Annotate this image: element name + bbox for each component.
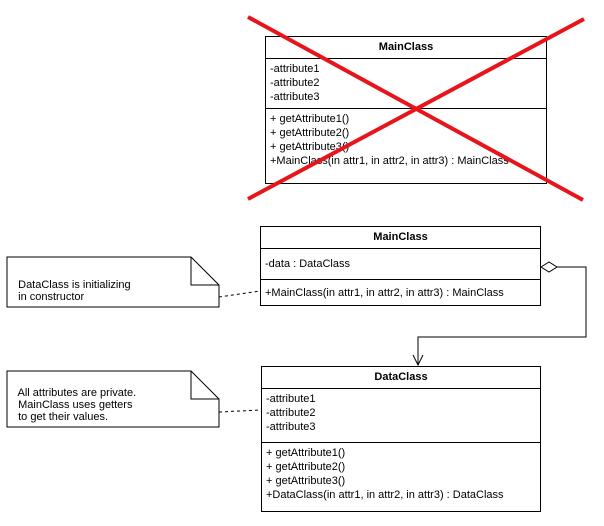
- init-note-anchor: [218, 290, 261, 298]
- method: + getAttribute3(): [266, 475, 346, 487]
- attribute: -attribute3: [266, 421, 316, 433]
- main-class-box: MainClass -data : DataClass +MainClass(i…: [260, 226, 541, 306]
- private-note-fold: [190, 371, 219, 400]
- note-line: MainClass uses getters: [18, 399, 133, 411]
- aggregation-arrowhead: [412, 354, 424, 367]
- class-name: MainClass: [261, 227, 540, 249]
- note-line: in constructor: [18, 291, 85, 303]
- attribute: -attribute2: [270, 77, 320, 89]
- note-line: to get their values.: [18, 411, 109, 423]
- methods-section: + getAttribute1() + getAttribute2() + ge…: [262, 443, 540, 506]
- aggregation-diamond: [540, 261, 558, 273]
- private-note-text: All attributes are private. MainClass us…: [12, 375, 137, 423]
- attribute: -attribute2: [266, 407, 316, 419]
- cross-line-2: [247, 17, 585, 201]
- private-note-shape: [6, 370, 220, 428]
- note-line: All attributes are private.: [17, 387, 137, 399]
- note-line: DataClass is initializing: [18, 279, 131, 291]
- init-note-shape: [6, 256, 220, 308]
- attributes-section: -data : DataClass: [261, 249, 540, 280]
- attributes-section: -attribute1 -attribute2 -attribute3: [262, 389, 540, 443]
- aggregation-connector: [417, 266, 587, 364]
- method: + getAttribute2(): [266, 461, 346, 473]
- attribute: -attribute1: [266, 393, 316, 405]
- methods-section: + getAttribute1() + getAttribute2() + ge…: [266, 109, 546, 172]
- init-note-text: DataClass is initializing in constructor: [12, 267, 131, 303]
- class-name: DataClass: [262, 367, 540, 389]
- method: + getAttribute1(): [266, 447, 346, 459]
- method: +MainClass(in attr1, in attr2, in attr3)…: [265, 287, 504, 299]
- deprecated-main-class-box: MainClass -attribute1 -attribute2 -attri…: [265, 36, 547, 184]
- init-note-fold: [190, 257, 219, 286]
- attribute: -data : DataClass: [265, 258, 350, 270]
- attributes-section: -attribute1 -attribute2 -attribute3: [266, 59, 546, 109]
- method: + getAttribute2(): [270, 127, 350, 139]
- methods-section: +MainClass(in attr1, in attr2, in attr3)…: [261, 280, 540, 304]
- attribute: -attribute1: [270, 63, 320, 75]
- method: +MainClass(in attr1, in attr2, in attr3)…: [270, 155, 509, 167]
- private-note-anchor: [218, 409, 262, 413]
- attribute: -attribute3: [270, 91, 320, 103]
- method: + getAttribute3(): [270, 141, 350, 153]
- class-name: MainClass: [266, 37, 546, 59]
- method: + getAttribute1(): [270, 113, 350, 125]
- data-class-box: DataClass -attribute1 -attribute2 -attri…: [261, 366, 541, 512]
- method: +DataClass(in attr1, in attr2, in attr3)…: [266, 489, 504, 501]
